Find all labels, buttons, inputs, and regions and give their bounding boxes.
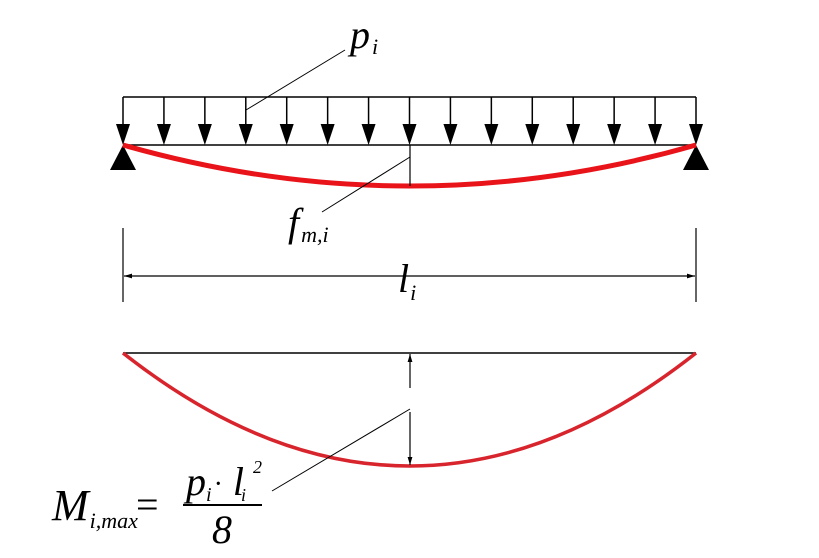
- load-arrow-icon: [279, 124, 294, 145]
- load-arrow-icon: [320, 124, 335, 145]
- formula-lhs: Mi,max: [51, 481, 138, 533]
- load-arrow-icon: [689, 124, 703, 145]
- load-arrow-icon: [156, 124, 171, 145]
- left-support-icon: [110, 145, 136, 170]
- span-label: li: [398, 256, 416, 305]
- load-arrow-icon: [238, 124, 253, 145]
- load-label: pi: [347, 12, 378, 59]
- deflection-label: fm,i: [288, 200, 329, 247]
- load-arrow-icon: [484, 124, 499, 145]
- deflection-leader: [321, 156, 411, 213]
- formula-equals: =: [136, 482, 159, 527]
- formula-numerator: pi·li: [183, 459, 246, 506]
- load-arrow-icon: [648, 124, 663, 145]
- right-support-icon: [683, 145, 709, 170]
- load-arrow-icon: [566, 124, 581, 145]
- formula-exponent: 2: [253, 457, 262, 477]
- load-arrow-icon: [525, 124, 540, 145]
- load-leader: [245, 49, 346, 111]
- load-arrow-icon: [361, 124, 376, 145]
- moment-leader: [271, 408, 411, 492]
- load-arrow-icon: [197, 124, 212, 145]
- max-moment-formula: Mi,max = pi·li 2 8: [51, 457, 262, 552]
- moment-curve: [121, 351, 698, 468]
- load-arrow-icon: [402, 124, 417, 145]
- formula-denominator: 8: [212, 507, 232, 552]
- distributed-load: [116, 96, 703, 145]
- load-arrow-icon: [607, 124, 622, 145]
- load-arrow-icon: [443, 124, 458, 145]
- load-arrow-icon: [116, 124, 130, 145]
